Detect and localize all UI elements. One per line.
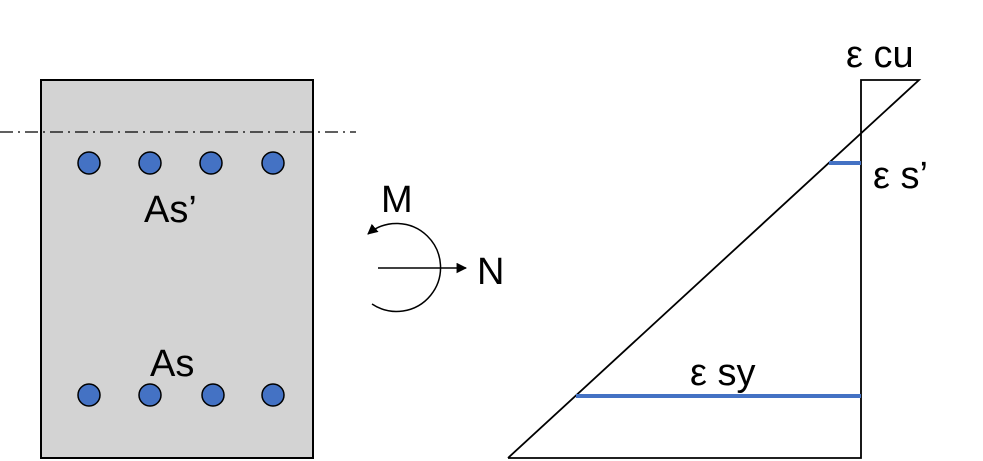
rebar [138, 383, 162, 407]
rebar [199, 151, 223, 175]
yield-steel-strain-label: ε sy [690, 352, 756, 394]
compression-steel-strain-label: ε s’ [873, 155, 928, 197]
rebar [261, 383, 285, 407]
rebar [77, 151, 101, 175]
loading-symbols: M N [367, 179, 504, 313]
rebar [201, 383, 225, 407]
tension-reinforcement [77, 383, 285, 407]
compression-reinforcement [77, 151, 285, 175]
rebar [77, 383, 101, 407]
compression-steel-label: As’ [144, 189, 197, 231]
rebar [261, 151, 285, 175]
tension-steel-label: As [150, 343, 194, 385]
moment-label: M [381, 179, 413, 221]
moment-arrow [367, 222, 442, 313]
cross-section: As’ As [0, 79, 356, 459]
strain-profile-outline [507, 79, 922, 459]
axial-force-label: N [477, 251, 504, 293]
ultimate-concrete-strain-label: ε cu [846, 34, 914, 76]
rebar [138, 151, 162, 175]
strain-diagram: ε cu ε s’ ε sy [507, 34, 928, 459]
